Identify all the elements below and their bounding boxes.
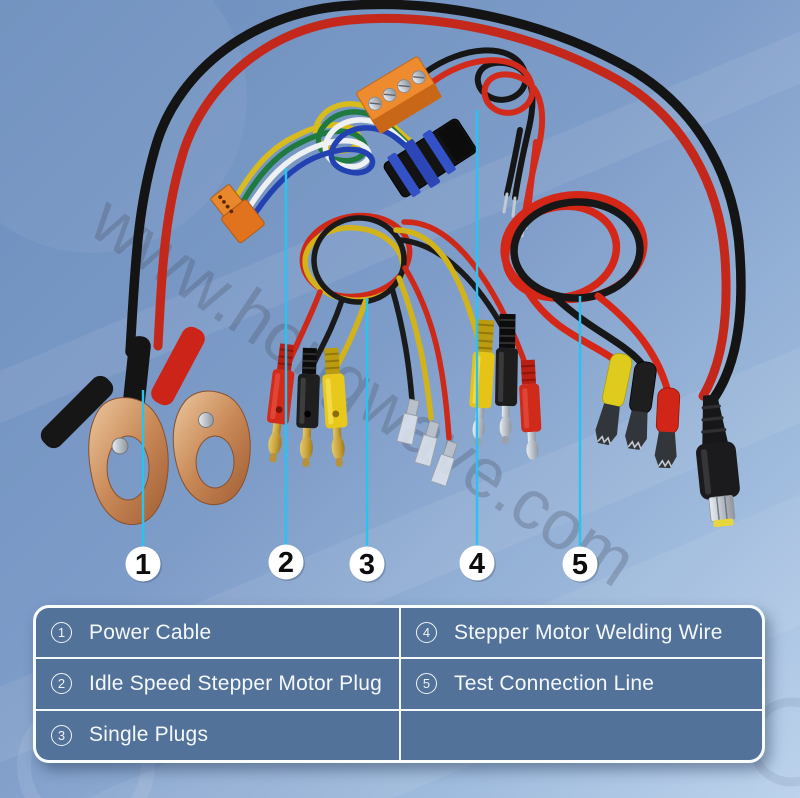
alligator-clip-black	[40, 336, 169, 525]
legend-row-idle-speed-stepper-motor-plug: 2 Idle Speed Stepper Motor Plug	[36, 659, 399, 709]
banana-plug-red	[266, 343, 295, 463]
svg-text:5: 5	[572, 549, 588, 581]
svg-text:1: 1	[135, 549, 151, 581]
background-circle-topleft	[0, 0, 247, 253]
black-plug-connector	[383, 118, 477, 198]
stepper-motor-welding-wire	[356, 47, 546, 238]
marker-5: 5	[562, 546, 599, 583]
legend-label-power-cable: Power Cable	[89, 620, 212, 644]
banana-plug-black-2	[495, 313, 518, 444]
legend-num-4: 4	[416, 622, 437, 644]
banana-plugs-left	[266, 343, 348, 467]
legend-row-test-connection-line: 5 Test Connection Line	[401, 659, 762, 709]
power-cable	[40, 0, 746, 528]
legend-row-single-plugs: 3 Single Plugs	[36, 710, 399, 760]
mini-alligator-clip-yellow	[595, 353, 633, 446]
mini-alligator-clip-black	[625, 361, 657, 450]
svg-text:4: 4	[469, 548, 485, 580]
dc-barrel-plug	[696, 394, 740, 528]
legend-label-single-plugs: Single Plugs	[89, 723, 209, 747]
legend-table: 1 Power Cable 4 Stepper Motor Welding Wi…	[33, 605, 765, 763]
legend-row-power-cable: 1 Power Cable	[36, 608, 399, 658]
alligator-clip-red	[151, 326, 251, 506]
mini-alligator-clip-red	[654, 387, 681, 469]
legend-num-1: 1	[51, 622, 72, 644]
marker-3: 3	[349, 546, 386, 583]
svg-text:2: 2	[278, 547, 294, 579]
number-markers: 1 2 3 4 5	[125, 544, 599, 583]
legend-label-test-connection-line: Test Connection Line	[454, 671, 655, 695]
legend-label-stepper-motor-welding-wire: Stepper Motor Welding Wire	[454, 620, 723, 644]
callout-lines	[141, 110, 582, 546]
svg-text:3: 3	[359, 549, 375, 581]
marker-4: 4	[459, 545, 496, 582]
legend-num-5: 5	[416, 673, 437, 695]
banana-plug-yellow	[322, 347, 348, 467]
banana-plug-black	[296, 347, 320, 467]
orange-terminal-block	[356, 56, 442, 134]
orange-pin-connector	[210, 184, 265, 244]
single-plugs	[284, 212, 529, 441]
legend-num-3: 3	[51, 724, 72, 746]
legend-label-idle-speed-stepper-motor-plug: Idle Speed Stepper Motor Plug	[89, 671, 382, 695]
banana-plug-red-2	[519, 359, 542, 460]
legend-empty-cell	[401, 710, 762, 760]
marker-2: 2	[268, 544, 305, 581]
legend-row-stepper-motor-welding-wire: 4 Stepper Motor Welding Wire	[401, 608, 762, 658]
spade-terminals	[396, 398, 458, 487]
marker-1: 1	[125, 546, 162, 583]
legend-num-2: 2	[51, 673, 72, 695]
